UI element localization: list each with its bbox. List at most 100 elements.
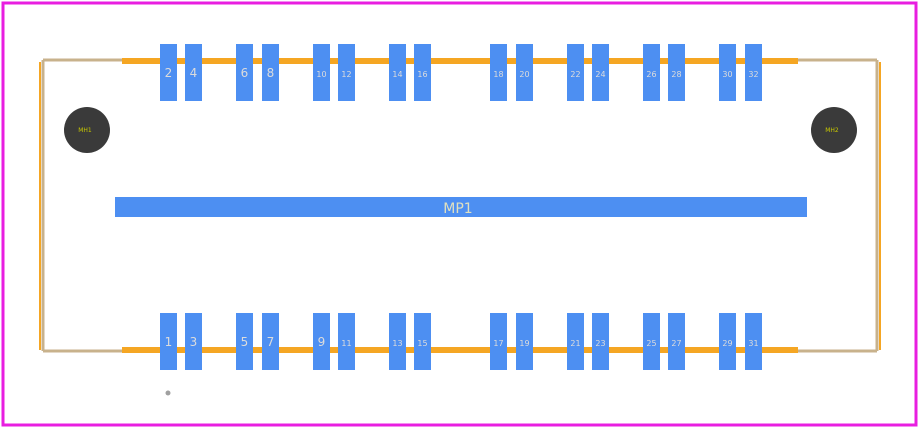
pad-shape (313, 313, 330, 370)
bottom-pad-11: 11 (338, 313, 355, 370)
bottom-pad-25: 25 (643, 313, 660, 370)
pad-label: 11 (341, 339, 351, 348)
pad-label: 2 (165, 66, 173, 80)
pad-label: 3 (190, 335, 198, 349)
top-pad-20: 20 (516, 44, 533, 101)
bottom-pad-7: 7 (262, 313, 279, 370)
top-pad-32: 32 (745, 44, 762, 101)
center-pad: MP1 (115, 197, 807, 217)
top-pad-4: 4 (185, 44, 202, 101)
silkscreen-outline (39, 58, 881, 353)
courtyard-outline (41, 58, 879, 353)
pad-shape (643, 313, 660, 370)
pad-shape (185, 313, 202, 370)
pad-shape (516, 44, 533, 101)
bottom-pad-21: 21 (567, 313, 584, 370)
pad-shape (262, 313, 279, 370)
pad-label: 22 (570, 70, 580, 79)
pad-label: 24 (595, 70, 605, 79)
pad-shape (414, 44, 431, 101)
bottom-pad-13: 13 (389, 313, 406, 370)
pad-label: 14 (392, 70, 402, 79)
pad-shape (262, 44, 279, 101)
top-pad-10: 10 (313, 44, 330, 101)
bottom-pad-9: 9 (313, 313, 330, 370)
pad-shape (719, 313, 736, 370)
mounting-hole-1-label: MH1 (78, 127, 92, 134)
pad-shape (567, 44, 584, 101)
pad-label: 7 (267, 335, 275, 349)
pad-shape (592, 313, 609, 370)
pad-label: 9 (318, 335, 326, 349)
top-pad-16: 16 (414, 44, 431, 101)
top-pad-24: 24 (592, 44, 609, 101)
pad-label: 8 (267, 66, 275, 80)
pad-label: 28 (671, 70, 681, 79)
top-pad-22: 22 (567, 44, 584, 101)
pad-shape (414, 313, 431, 370)
pad-shape (643, 44, 660, 101)
top-pad-26: 26 (643, 44, 660, 101)
pad-label: 23 (595, 339, 605, 348)
pad-label: 27 (671, 339, 681, 348)
pad-label: 6 (241, 66, 249, 80)
pad-label: 10 (316, 70, 326, 79)
pad-label: 16 (417, 70, 427, 79)
mounting-hole-2: MH2 (811, 107, 857, 153)
pad-shape (338, 44, 355, 101)
pad-shape (389, 44, 406, 101)
top-pad-30: 30 (719, 44, 736, 101)
pad-shape (567, 313, 584, 370)
pad-label: 25 (646, 339, 656, 348)
pin1-marker (165, 390, 171, 396)
pad-shape (745, 44, 762, 101)
bottom-pad-29: 29 (719, 313, 736, 370)
bottom-pad-5: 5 (236, 313, 253, 370)
bottom-pad-1: 1 (160, 313, 177, 370)
bottom-pad-23: 23 (592, 313, 609, 370)
pad-label: 29 (722, 339, 732, 348)
pad-label: 21 (570, 339, 580, 348)
pad-shape (185, 44, 202, 101)
pad-label: 19 (519, 339, 529, 348)
bottom-pad-31: 31 (745, 313, 762, 370)
pad-label: 5 (241, 335, 249, 349)
top-pad-8: 8 (262, 44, 279, 101)
pad-label: 12 (341, 70, 351, 79)
bottom-pad-17: 17 (490, 313, 507, 370)
pad-shape (160, 313, 177, 370)
pad-label: 17 (493, 339, 503, 348)
top-pad-28: 28 (668, 44, 685, 101)
pad-shape (592, 44, 609, 101)
pad-label: 30 (722, 70, 732, 79)
pad-shape (516, 313, 533, 370)
pad-shape (490, 313, 507, 370)
pad-label: 32 (748, 70, 758, 79)
bottom-pad-15: 15 (414, 313, 431, 370)
pad-shape (236, 44, 253, 101)
top-pad-2: 2 (160, 44, 177, 101)
pad-shape (719, 44, 736, 101)
pad-shape (160, 44, 177, 101)
pad-shape (745, 313, 762, 370)
bottom-pad-3: 3 (185, 313, 202, 370)
pad-label: 20 (519, 70, 529, 79)
pad-label: 31 (748, 339, 758, 348)
pad-label: 1 (165, 335, 173, 349)
mounting-hole-1: MH1 (64, 107, 110, 153)
center-pad-label: MP1 (443, 201, 472, 217)
bottom-pad-19: 19 (516, 313, 533, 370)
pad-shape (668, 44, 685, 101)
pad-shape (490, 44, 507, 101)
pad-shape (389, 313, 406, 370)
top-pad-12: 12 (338, 44, 355, 101)
pad-label: 26 (646, 70, 656, 79)
pad-shape (313, 44, 330, 101)
top-pad-18: 18 (490, 44, 507, 101)
pad-label: 18 (493, 70, 503, 79)
pad-label: 13 (392, 339, 402, 348)
bottom-pad-27: 27 (668, 313, 685, 370)
